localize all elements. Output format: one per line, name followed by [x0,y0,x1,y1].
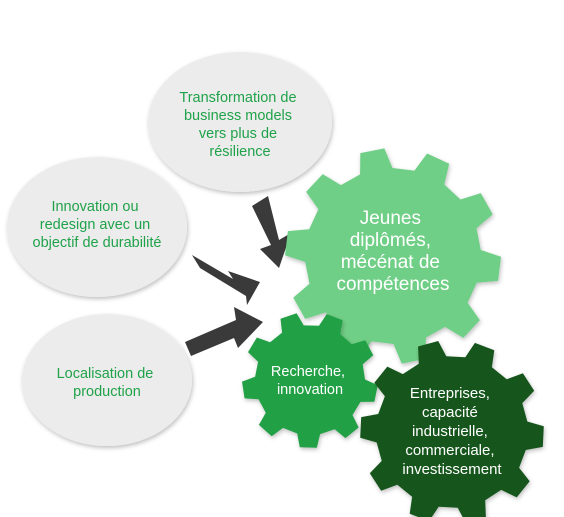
gear-line: innovation [277,382,343,398]
bubble-line: Innovation ou [51,199,138,215]
arrow-from-transformation [252,196,291,268]
gear-line: compétences [336,274,449,295]
gear-entreprises [360,341,544,517]
gear-recherche-text: Recherche, innovation [271,364,349,398]
gear-recherche [242,313,378,448]
bubble-line: vers plus de [199,126,277,142]
bubble-line: production [73,384,141,400]
gear-line: diplômés, [350,230,431,251]
bubble-line: Transformation de [179,90,296,106]
bubble-line: résilience [209,144,270,160]
gear-line: commerciale, [405,442,494,459]
bubble-innovation [7,157,187,297]
gear-jeunes-diplomes [285,148,501,364]
gear-line: capacité [422,404,478,421]
bubble-transformation [148,52,332,192]
gear-entreprises-text: Entreprises, capacité industrielle, comm… [402,385,502,478]
gear-line: Jeunes [360,208,421,229]
gear-line: Entreprises, [410,385,490,402]
bubble-line: objectif de durabilité [33,235,162,251]
bubble-line: redesign avec un [40,217,150,233]
arrow-from-localisation [185,307,263,356]
bubble-localisation [22,314,192,446]
gear-line: mécénat de [341,252,440,273]
gear-line: investissement [402,461,502,478]
gear-line: Recherche, [271,364,345,380]
arrow-from-innovation [192,255,260,305]
bubble-line: Localisation de [57,366,154,382]
bubble-line: business models [184,108,292,124]
gear-jeunes-text: Jeunes diplômés, mécénat de compétences [336,208,449,295]
bubble-localisation-text: Localisation de production [57,366,158,400]
bubble-innovation-text: Innovation ou redesign avec un objectif … [33,199,162,251]
gear-line: industrielle, [412,423,488,440]
bubble-transformation-text: Transformation de business models vers p… [179,90,300,160]
arrows [185,196,291,356]
